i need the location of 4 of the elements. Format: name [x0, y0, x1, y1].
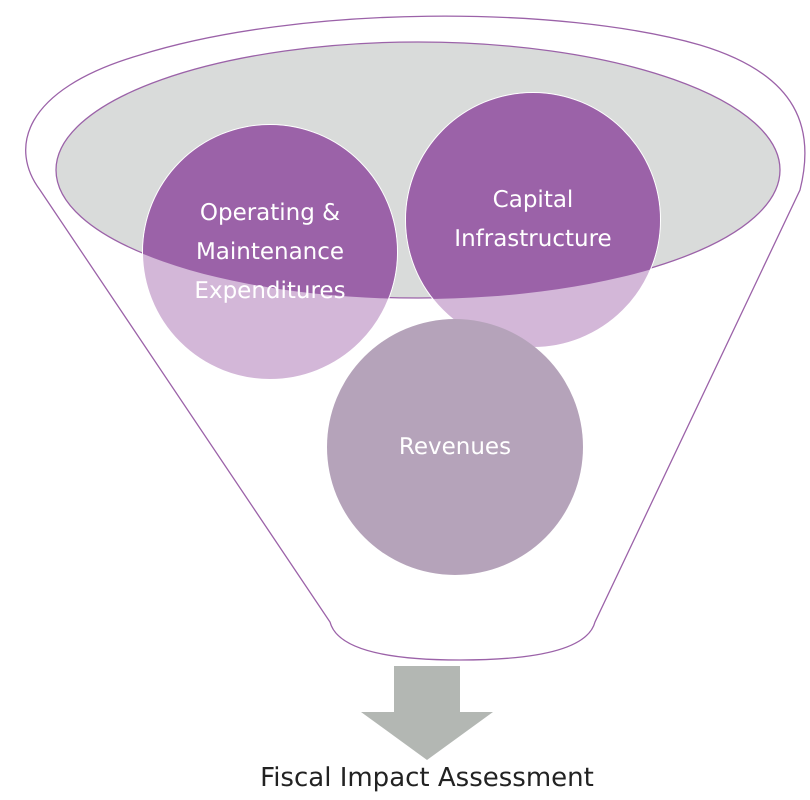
down-arrow: [361, 666, 493, 760]
outcome-label: Fiscal Impact Assessment: [247, 763, 607, 793]
circle-label: Capital Infrastructure: [453, 186, 613, 254]
circle-label: Revenues: [398, 432, 512, 462]
